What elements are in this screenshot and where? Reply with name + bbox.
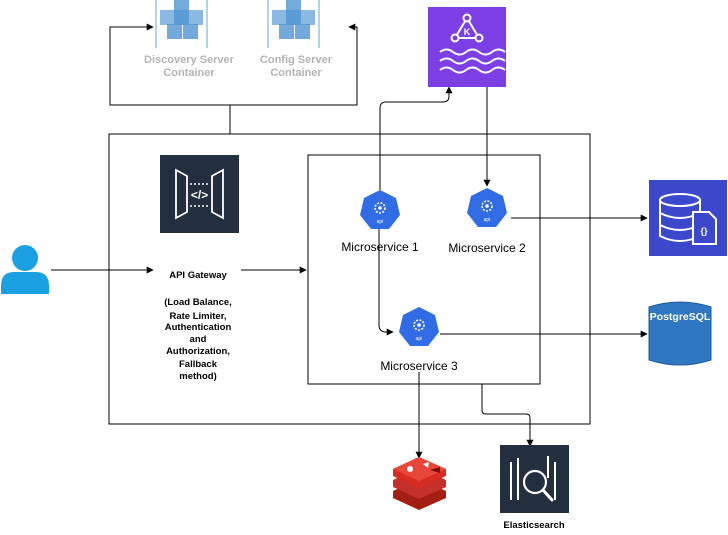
edge-to-discovery (109, 23, 231, 134)
config-label-line2: Container (270, 67, 322, 79)
braces-glyph: {} (700, 226, 708, 236)
api-gateway-detail: Authentication (165, 322, 232, 333)
edge-to-config (230, 23, 358, 106)
microservice-2-icon: api (467, 188, 507, 227)
redis-icon (393, 457, 446, 510)
config-label-line1: Config Server (260, 54, 333, 66)
microservice-1-badge: api (377, 219, 384, 225)
api-gateway-detail: Fallback (179, 359, 218, 370)
kafka-icon: K (428, 7, 506, 87)
outer-platform-box (108, 133, 591, 425)
discovery-label-line1: Discovery Server (144, 54, 235, 66)
discovery-label-line2: Container (163, 67, 215, 79)
api-gateway-detail: Authorization, (166, 346, 230, 357)
api-gateway-detail: (Load Balance, (164, 297, 232, 308)
microservice-3-label: Microservice 3 (380, 359, 458, 373)
microservice-2-badge: api (484, 217, 491, 223)
microservice-3-badge: api (416, 336, 423, 342)
edge-ms3-to-elasticsearch (481, 384, 534, 447)
microservice-1-label: Microservice 1 (341, 240, 419, 254)
config-container-icon (267, 0, 320, 48)
kafka-letter: K (464, 27, 471, 37)
elasticsearch-label: Elasticsearch (503, 520, 564, 531)
edge-ms1-to-ms3 (378, 228, 394, 336)
api-gateway-detail: and (190, 334, 207, 345)
edge-ms1-to-kafka (379, 86, 453, 190)
api-gateway-detail: method) (179, 371, 216, 382)
discovery-container-icon (155, 0, 208, 48)
microservice-3-icon: api (399, 307, 439, 346)
microservices-box (307, 154, 541, 385)
user-icon (1, 245, 49, 294)
microservice-1-icon: api (360, 190, 400, 229)
api-gateway-detail: Rate Limiter, (169, 311, 226, 322)
api-gateway-text: API Gateway (Load Balance, Rate Limiter,… (164, 270, 232, 382)
api-gateway-title: API Gateway (169, 270, 227, 281)
postgresql-label: PostgreSQL (650, 311, 711, 323)
postgresql-icon: PostgreSQL (648, 301, 712, 366)
api-gateway-icon: </> (160, 155, 239, 233)
code-glyph: </> (191, 188, 208, 202)
elasticsearch-icon (500, 445, 569, 513)
document-database-icon: {} (649, 180, 727, 256)
microservice-2-label: Microservice 2 (448, 241, 526, 255)
